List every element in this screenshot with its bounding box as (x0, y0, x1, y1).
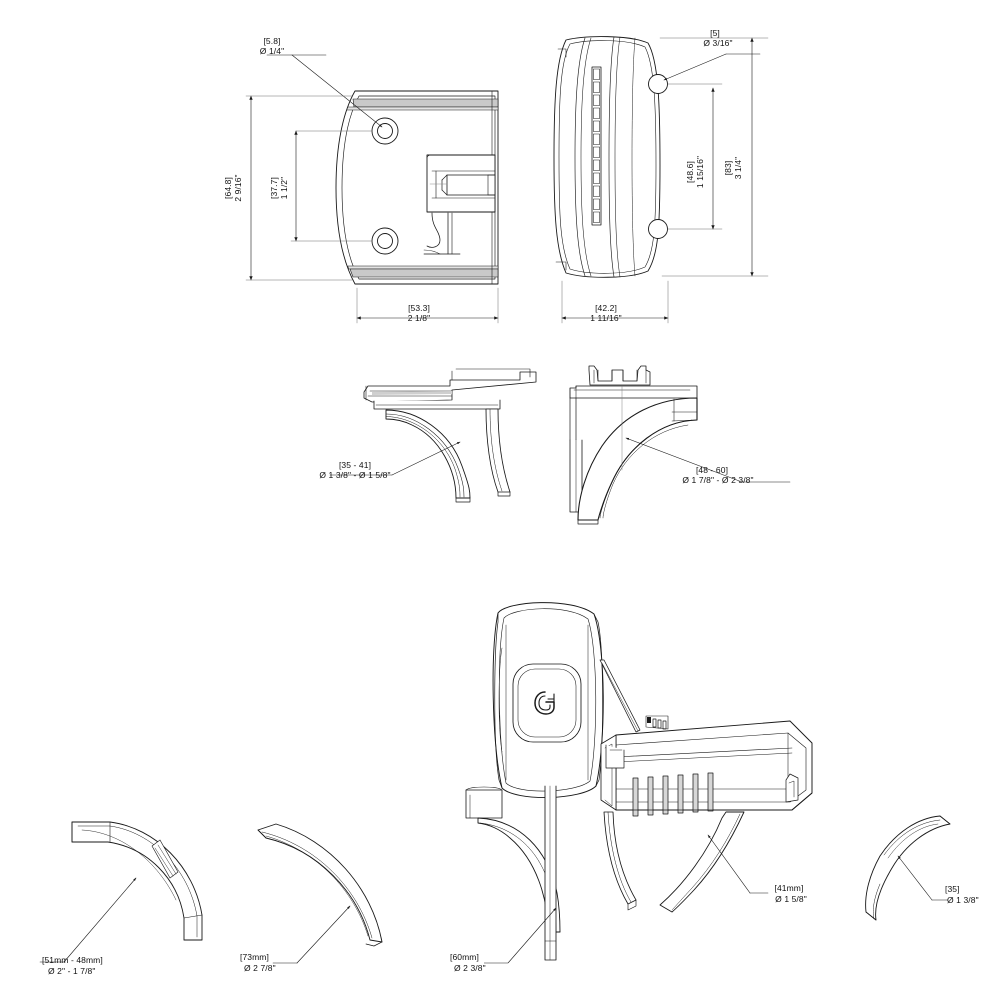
dim-overall-height-left-value: 2 9/16" (233, 174, 243, 201)
callout-insert-51-48-bracket: [51mm - 48mm] (42, 955, 103, 965)
isometric-assembly-geometry (465, 602, 813, 961)
callout-insert-35-bracket: [35] (945, 884, 960, 894)
insert-73-geometry (257, 823, 383, 947)
dim-hole-spacing-right-value: 1 15/16" (695, 156, 705, 188)
dim-overall-height-right-bracket: [83] (723, 161, 733, 176)
callout-insert-35-value: Ø 1 3/8" (947, 895, 979, 905)
dim-hole-spacing-right-bracket: [48.6] (685, 161, 695, 183)
dim-hole-dia-top-left-value: Ø 1/4" (260, 46, 284, 56)
dim-hole-spacing-left-bracket: [37.7] (269, 177, 279, 199)
front-view-dimensions (561, 37, 769, 324)
callout-section-small-bracket: [35 - 41] (339, 460, 371, 470)
insert-60-leader (484, 907, 557, 964)
callout-insert-73-bracket: [73mm] (240, 952, 269, 962)
callout-insert-60-value: Ø 2 3/8" (454, 963, 486, 973)
callout-insert-73-value: Ø 2 7/8" (244, 963, 276, 973)
section-small-leader (329, 441, 461, 476)
isometric-leader (707, 834, 769, 894)
insert-35-geometry (865, 815, 951, 921)
callout-insert-60-bracket: [60mm] (450, 952, 479, 962)
section-large-leader (625, 437, 791, 483)
insert-35-leader (897, 855, 949, 901)
insert-73-leader (272, 905, 351, 964)
callout-insert-51-48-value: Ø 2" - 1 7/8" (48, 966, 96, 976)
section-view-small-geometry (363, 368, 537, 503)
callout-isometric-value: Ø 1 5/8" (775, 894, 807, 904)
dim-overall-width-right-bracket: [42.2] (595, 303, 617, 313)
callout-isometric-bracket: [41mm] (775, 883, 804, 893)
dim-overall-height-left-bracket: [64.8] (223, 177, 233, 199)
brand-logo-g (534, 691, 555, 715)
insert-51-48-leader (39, 877, 137, 963)
insert-51-48-geometry (71, 821, 203, 941)
side-view-dimensions (245, 54, 499, 324)
dim-hole-dia-top-right-bracket: [5] (710, 28, 720, 38)
section-view-large-geometry (569, 365, 698, 525)
side-view-geometry (335, 90, 499, 285)
callout-section-large-value: Ø 1 7/8" - Ø 2 3/8" (682, 475, 753, 485)
dim-hole-dia-top-left-bracket: [5.8] (263, 36, 280, 46)
dim-overall-width-left-bracket: [53.3] (408, 303, 430, 313)
dim-hole-dia-top-right-value: Ø 3/16" (703, 38, 732, 48)
dim-hole-spacing-left-value: 1 1/2" (279, 177, 289, 200)
front-view-geometry (553, 36, 668, 278)
dim-overall-height-right-value: 3 1/4" (733, 157, 743, 180)
